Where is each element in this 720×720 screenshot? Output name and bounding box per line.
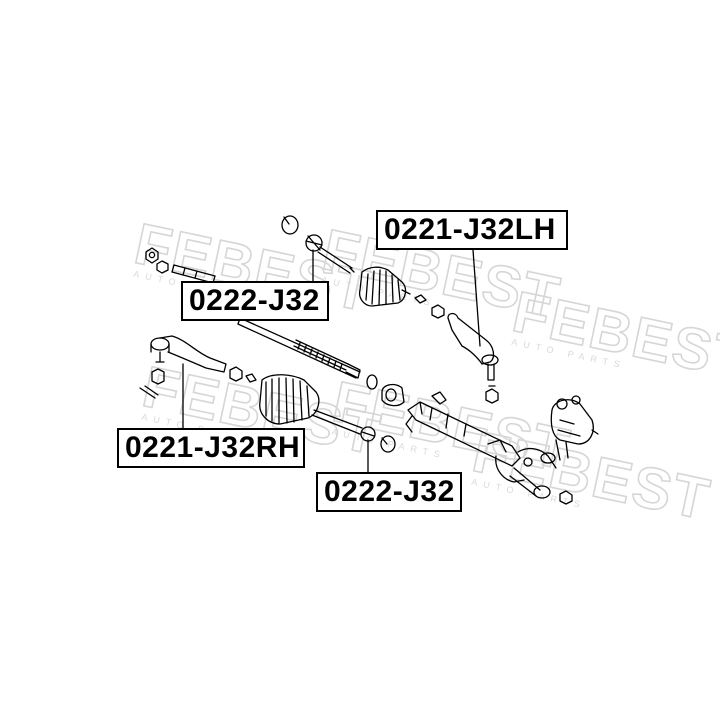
- rack-shaft: [237, 317, 361, 379]
- bushing-mid: [366, 374, 378, 390]
- inner-tie-rod-lower: [311, 409, 376, 442]
- part-label-0222-j32-lower: 0222-J32: [316, 472, 462, 512]
- watermark-brand: FEBEST: [507, 279, 720, 393]
- washer-upper: [414, 294, 427, 304]
- small-nut-left-2: [156, 260, 169, 274]
- part-label-0222-j32-upper: 0222-J32: [181, 281, 329, 321]
- leader-line-lh: [472, 249, 481, 347]
- small-nut-left-1: [145, 247, 159, 264]
- washer-mid-left: [245, 373, 257, 383]
- castle-nut-lh: [485, 385, 499, 404]
- watermark-3: FEBEST AUTO PARTS: [506, 278, 720, 393]
- bushing-large: [381, 383, 405, 407]
- inner-tie-rod-upper: [305, 234, 355, 274]
- castle-nut-rh: [151, 368, 165, 385]
- seal-ring-pinion: [540, 452, 556, 464]
- clip-ring-top-gap: [283, 216, 290, 225]
- nut-pinion: [559, 490, 573, 505]
- nut-upper-mid: [431, 304, 445, 319]
- steering-rack-housing: [405, 391, 557, 499]
- part-label-0221-j32lh: 0221-J32LH: [376, 210, 568, 250]
- cotter-pin-rh: [139, 385, 159, 399]
- part-label-0221-j32rh: 0221-J32RH: [117, 428, 305, 468]
- outer-tie-rod-end-rh: [150, 335, 227, 373]
- pinion-housing: [550, 395, 599, 461]
- nut-mid-left: [229, 366, 243, 382]
- clip-ring-top: [281, 215, 299, 235]
- clip-ring-lower-gap: [381, 437, 388, 445]
- outer-tie-rod-end-lh: [447, 312, 499, 381]
- clip-ring-lower: [380, 435, 396, 453]
- bellows-boot-lower: [259, 374, 320, 425]
- bellows-boot-upper: [358, 266, 411, 307]
